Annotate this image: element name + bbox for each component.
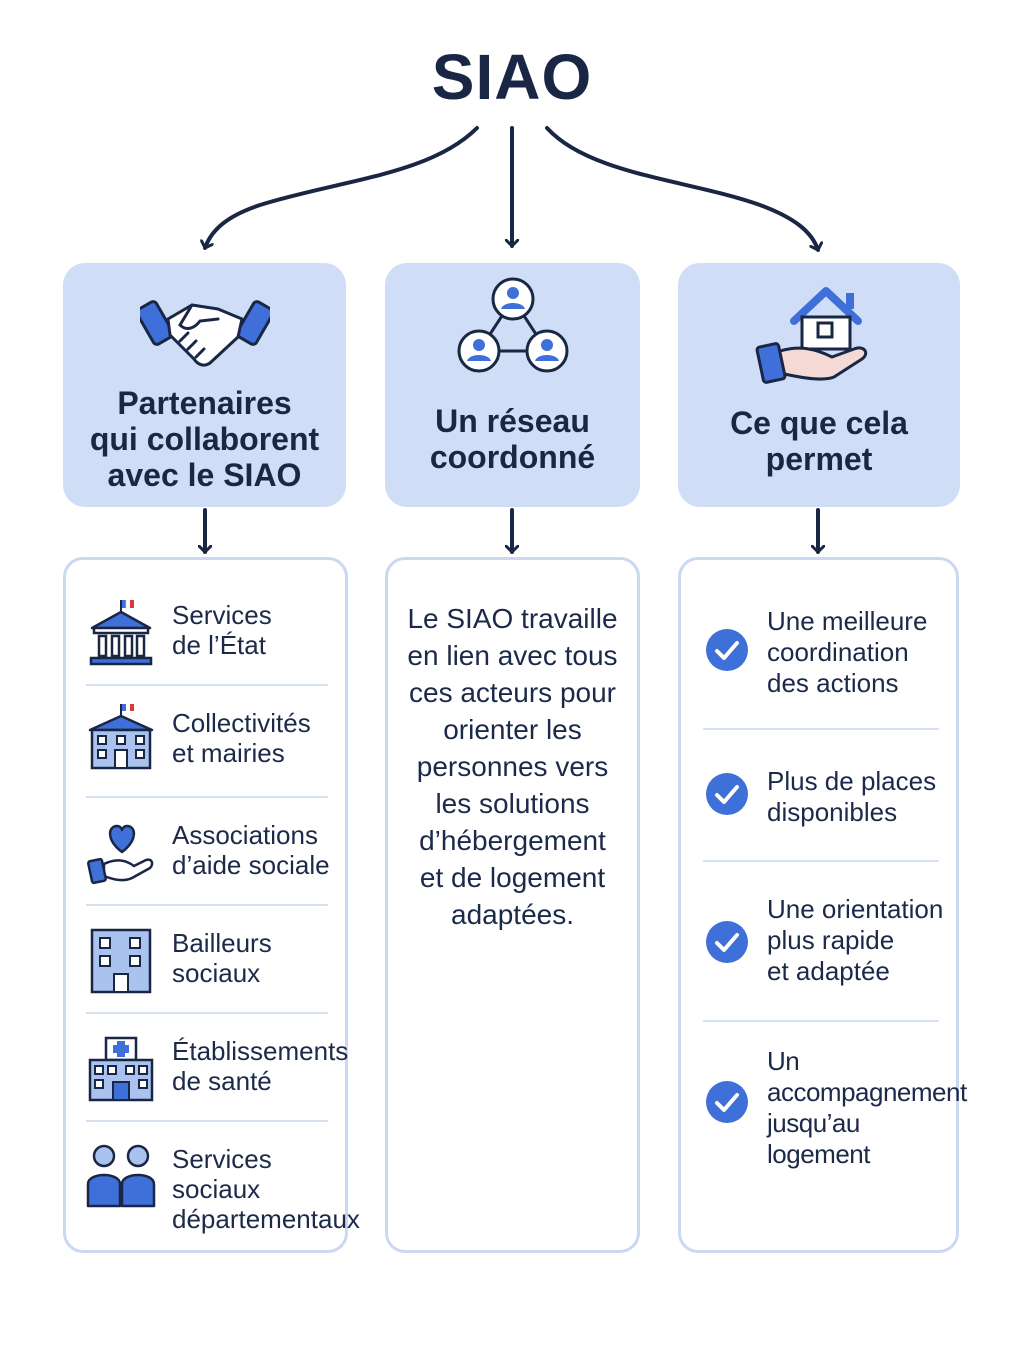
benefits-list: Une meilleure coordination des actions P… bbox=[678, 557, 967, 1253]
check-circle-icon bbox=[706, 921, 748, 963]
benefit-label: Une orientation plus rapide et adaptée bbox=[767, 894, 944, 986]
partner-label: Bailleurs sociaux bbox=[172, 928, 272, 988]
header-title-network: Un réseau coordonné bbox=[429, 403, 596, 475]
partner-label: Services de l’État bbox=[172, 600, 272, 660]
heart-in-hand-icon bbox=[86, 824, 154, 885]
benefit-label: Un accompagnement jusqu’au logement bbox=[767, 1046, 967, 1169]
partners-list: Services de l’État Collectivités et mair… bbox=[63, 557, 360, 1253]
header-partners: Partenaires qui collaborent avec le SIAO bbox=[63, 263, 346, 507]
list-item: Un accompagnement jusqu’au logement bbox=[703, 1022, 967, 1242]
list-item: Plus de places disponibles bbox=[703, 730, 939, 862]
header-benefits: Ce que cela permet bbox=[678, 263, 960, 507]
network-description-box: Le SIAO travaille en lien avec tous ces … bbox=[385, 557, 640, 1253]
benefit-label: Une meilleure coordination des actions bbox=[767, 606, 928, 698]
handshake-icon bbox=[139, 300, 270, 367]
list-item: Services de l’État bbox=[86, 578, 328, 686]
partner-label: Services sociaux départementaux bbox=[172, 1144, 360, 1234]
house-in-hand-icon bbox=[755, 287, 868, 384]
list-item: Une meilleure coordination des actions bbox=[703, 580, 939, 730]
header-title-partners: Partenaires qui collaborent avec le SIAO bbox=[89, 385, 320, 493]
list-item: Établissements de santé bbox=[86, 1014, 348, 1122]
arrow-to-partners bbox=[205, 126, 479, 250]
check-circle-icon bbox=[706, 629, 748, 671]
list-item: Collectivités et mairies bbox=[86, 686, 328, 798]
hospital-icon bbox=[88, 1036, 154, 1102]
town-hall-icon bbox=[88, 704, 154, 770]
header-network: Un réseau coordonné bbox=[385, 263, 640, 507]
list-item: Associations d’aide sociale bbox=[86, 798, 330, 906]
people-icon bbox=[86, 1144, 156, 1208]
check-circle-icon bbox=[706, 773, 748, 815]
list-item: Une orientation plus rapide et adaptée bbox=[703, 862, 943, 1022]
check-circle-icon bbox=[706, 1081, 748, 1123]
apartment-building-icon bbox=[90, 928, 152, 994]
list-item: Services sociaux départementaux bbox=[86, 1122, 360, 1242]
partner-label: Collectivités et mairies bbox=[172, 708, 311, 768]
partner-label: Établissements de santé bbox=[172, 1036, 349, 1096]
header-title-benefits: Ce que cela permet bbox=[730, 405, 908, 477]
partner-label: Associations d’aide sociale bbox=[172, 820, 330, 880]
government-building-icon bbox=[89, 599, 153, 666]
arrow-to-benefits bbox=[545, 126, 818, 252]
benefit-label: Plus de places disponibles bbox=[767, 766, 937, 827]
diagram-title: SIAO bbox=[431, 41, 593, 113]
list-item: Bailleurs sociaux bbox=[86, 906, 328, 1014]
network-description: Le SIAO travaille en lien avec tous ces … bbox=[407, 603, 618, 930]
network-icon bbox=[457, 277, 568, 373]
